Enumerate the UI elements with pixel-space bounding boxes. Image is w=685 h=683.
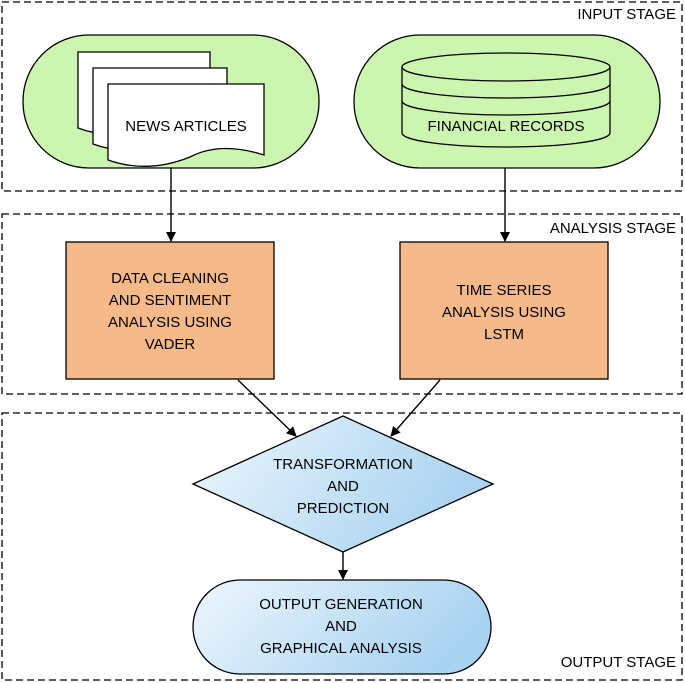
transformation-label: TRANSFORMATION AND PREDICTION bbox=[273, 456, 413, 517]
financial-records-label: FINANCIAL RECORDS bbox=[428, 118, 585, 135]
documents-icon bbox=[77, 51, 265, 167]
transformation-label-line-2: AND bbox=[327, 478, 359, 495]
data-cleaning-label-line-1: DATA CLEANING bbox=[111, 270, 229, 287]
news-articles-label-line-1: NEWS ARTICLES bbox=[125, 118, 246, 135]
database-icon bbox=[401, 52, 611, 148]
financial-records-label-line-1: FINANCIAL RECORDS bbox=[428, 118, 585, 135]
time-series-label-line-1: TIME SERIES bbox=[456, 282, 551, 299]
arrow-cleaning-to-transform bbox=[237, 379, 297, 437]
input-stage-frame bbox=[1, 1, 683, 192]
analysis-stage-label: ANALYSIS STAGE bbox=[550, 220, 676, 237]
transformation-label-line-3: PREDICTION bbox=[297, 500, 390, 517]
data-cleaning-box bbox=[65, 241, 275, 380]
data-cleaning-label-line-3: ANALYSIS USING bbox=[108, 314, 232, 331]
news-articles-label: NEWS ARTICLES bbox=[125, 118, 246, 135]
time-series-label-line-2: ANALYSIS USING bbox=[442, 304, 566, 321]
output-generation-label-line-2: AND bbox=[325, 618, 357, 635]
arrow-timeseries-to-transform bbox=[390, 379, 441, 437]
analysis-stage-frame bbox=[1, 213, 683, 395]
transformation-label-line-1: TRANSFORMATION bbox=[273, 456, 413, 473]
data-cleaning-label-line-2: AND SENTIMENT bbox=[109, 292, 232, 309]
input-stage-label: INPUT STAGE bbox=[577, 6, 676, 23]
output-generation-label-line-1: OUTPUT GENERATION bbox=[259, 596, 423, 613]
data-cleaning-label-line-4: VADER bbox=[145, 336, 196, 353]
time-series-box bbox=[399, 241, 609, 380]
output-generation-label: OUTPUT GENERATION AND GRAPHICAL ANALYSIS bbox=[259, 596, 423, 657]
output-stage-frame bbox=[1, 412, 683, 681]
output-terminator bbox=[192, 579, 492, 675]
data-cleaning-label: DATA CLEANING AND SENTIMENT ANALYSIS USING… bbox=[108, 270, 232, 353]
output-generation-label-line-3: GRAPHICAL ANALYSIS bbox=[260, 640, 422, 657]
output-stage-label: OUTPUT STAGE bbox=[561, 654, 676, 671]
time-series-label-line-3: LSTM bbox=[484, 326, 524, 343]
time-series-label: TIME SERIES ANALYSIS USING LSTM bbox=[442, 282, 566, 343]
